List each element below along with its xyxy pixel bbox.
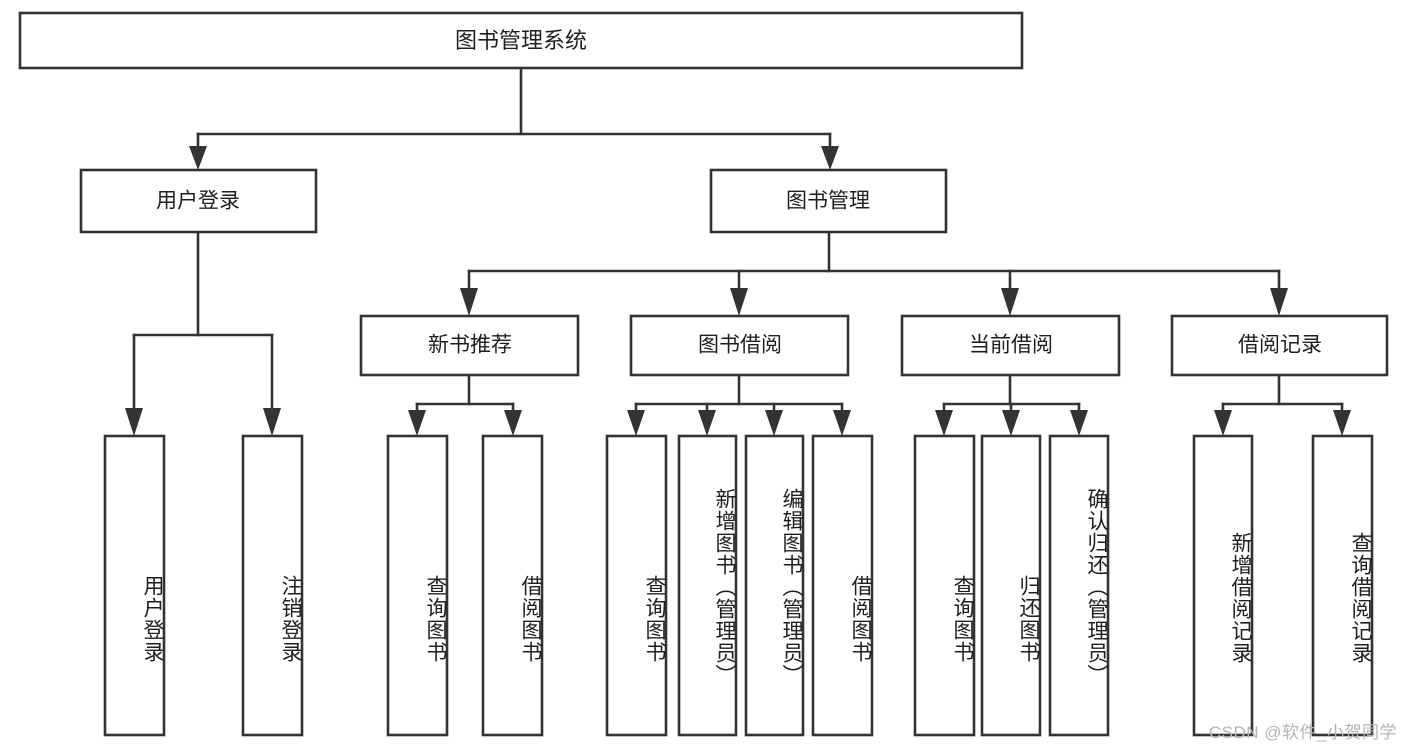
root-box[interactable]	[18, 11, 1024, 70]
arrow-to-leaf-query-book-2	[627, 410, 645, 436]
arrow-to-new-book-rec	[460, 288, 478, 316]
user-login-label: 用户登录	[156, 190, 240, 213]
node-root[interactable]: 图书管理系统	[18, 11, 1024, 70]
node-book-borrow[interactable]: 图书借阅	[629, 314, 850, 377]
leaf-add-book-box[interactable]	[677, 434, 738, 737]
arrow-to-leaf-query-book-1	[408, 410, 426, 436]
arrow-to-leaf-add-book	[698, 410, 716, 436]
arrow-to-borrow-record	[1270, 288, 1288, 316]
leaf-logout-box[interactable]	[241, 434, 304, 737]
arrow-to-current-borrow	[1001, 288, 1019, 316]
leaf-borrow-book-2-box[interactable]	[811, 434, 874, 737]
leaf-confirm-return-box[interactable]	[1048, 434, 1110, 737]
arrow-to-leaf-return-book	[1002, 410, 1020, 436]
node-current-borrow[interactable]: 当前借阅	[900, 314, 1121, 377]
arrow-to-leaf-confirm-return	[1070, 410, 1088, 436]
borrow-record-label: 借阅记录	[1238, 334, 1322, 357]
new-book-rec-label: 新书推荐	[428, 334, 512, 357]
current-borrow-box[interactable]	[900, 314, 1121, 377]
node-borrow-record[interactable]: 借阅记录	[1170, 314, 1389, 377]
node-book-manage[interactable]: 图书管理	[709, 168, 948, 234]
arrow-to-leaf-query-book-3	[935, 410, 953, 436]
leaf-return-book-box[interactable]	[980, 434, 1042, 737]
leaf-query-book-2-box[interactable]	[605, 434, 668, 737]
leaf-borrow-book-1-box[interactable]	[481, 434, 544, 737]
arrow-to-book-borrow	[730, 288, 748, 316]
leaf-boxes-group	[103, 434, 1374, 737]
csdn-watermark: CSDN @软件_小贺同学	[1208, 723, 1397, 742]
arrow-to-leaf-edit-book	[765, 410, 783, 436]
current-borrow-label: 当前借阅	[969, 334, 1053, 357]
book-borrow-label: 图书借阅	[698, 334, 782, 357]
leaf-user-login-box[interactable]	[103, 434, 166, 737]
leaf-query-book-1-box[interactable]	[386, 434, 449, 737]
arrow-to-leaf-borrow-book-1	[504, 410, 522, 436]
arrow-to-user-login	[189, 146, 207, 170]
user-login-box[interactable]	[79, 168, 318, 234]
node-new-book-rec[interactable]: 新书推荐	[359, 314, 580, 377]
arrow-to-leaf-user-login	[125, 408, 143, 436]
arrow-to-leaf-add-record	[1214, 410, 1232, 436]
root-label: 图书管理系统	[455, 28, 587, 53]
book-manage-box[interactable]	[709, 168, 948, 234]
arrow-to-book-manage	[821, 146, 839, 170]
borrow-record-box[interactable]	[1170, 314, 1389, 377]
arrow-to-leaf-query-record	[1333, 410, 1351, 436]
leaf-add-record-box[interactable]	[1192, 434, 1254, 737]
leaf-edit-book-box[interactable]	[744, 434, 805, 737]
connectors-group	[125, 66, 1351, 436]
new-book-rec-box[interactable]	[359, 314, 580, 377]
book-manage-label: 图书管理	[786, 190, 870, 213]
leaf-query-book-3-box[interactable]	[913, 434, 976, 737]
leaf-query-record-box[interactable]	[1311, 434, 1374, 737]
arrow-to-leaf-logout	[263, 408, 281, 436]
node-user-login[interactable]: 用户登录	[79, 168, 318, 234]
book-borrow-box[interactable]	[629, 314, 850, 377]
arrow-to-leaf-borrow-book-2	[833, 410, 851, 436]
